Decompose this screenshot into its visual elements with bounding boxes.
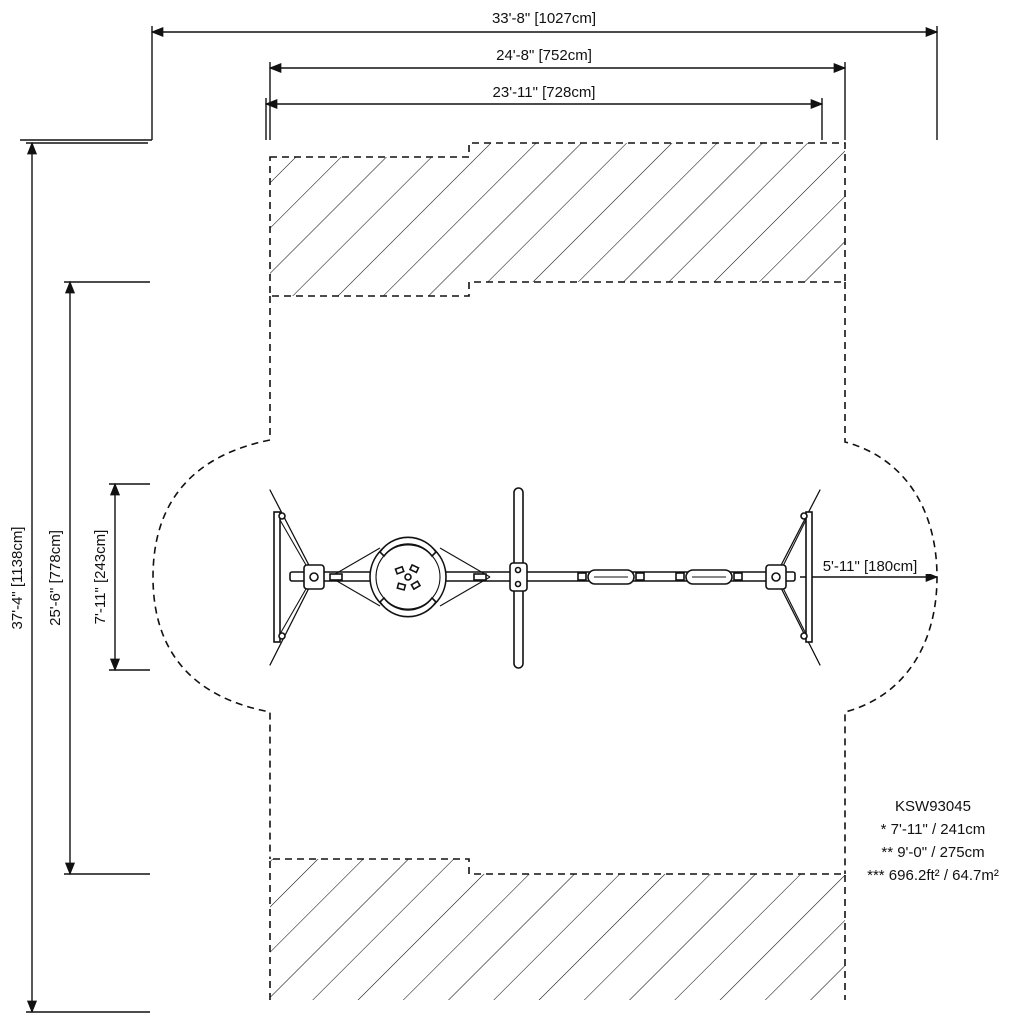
frame-depth-label: 7'-11" [243cm] xyxy=(92,530,109,625)
middle-support-leg xyxy=(509,487,528,669)
belt-swing-right xyxy=(675,569,743,585)
legend-line-3: *** 696.2ft² / 64.7m² xyxy=(867,867,999,884)
left-a-frame xyxy=(269,489,325,666)
dimension-frame-depth: 7'-11" [243cm] xyxy=(92,482,150,672)
swing-zone-depth-label: 25'-6" [778cm] xyxy=(47,530,64,626)
hatched-zone-bottom xyxy=(269,858,846,1000)
overall-depth-label: 37'-4" [1138cm] xyxy=(9,527,26,630)
overall-width-label: 33'-8" [1027cm] xyxy=(492,10,596,27)
dimension-swing-zone-depth: 25'-6" [778cm] xyxy=(47,280,150,876)
dimension-overall-depth: 37'-4" [1138cm] xyxy=(9,141,150,1014)
swing-set-plan xyxy=(269,487,821,669)
hatched-zone-top xyxy=(269,142,846,297)
legend: KSW93045 * 7'-11" / 241cm ** 9'-0" / 275… xyxy=(867,798,999,884)
belt-swing-left xyxy=(577,569,645,585)
frame-width-inner-label: 23'-11" [728cm] xyxy=(493,84,596,101)
model-number: KSW93045 xyxy=(895,798,971,815)
side-clearance-label: 5'-11" [180cm] xyxy=(823,558,918,575)
dimension-frame-width-inner: 23'-11" [728cm] xyxy=(264,84,824,140)
dimension-overall-width: 33'-8" [1027cm] xyxy=(20,10,939,141)
legend-line-2: ** 9'-0" / 275cm xyxy=(881,844,984,861)
frame-width-outer-label: 24'-8" [752cm] xyxy=(496,47,592,64)
saucer-swing xyxy=(329,536,491,618)
right-a-frame xyxy=(765,489,821,666)
legend-line-1: * 7'-11" / 241cm xyxy=(881,821,986,838)
dimension-side-clearance: 5'-11" [180cm] xyxy=(800,556,939,583)
